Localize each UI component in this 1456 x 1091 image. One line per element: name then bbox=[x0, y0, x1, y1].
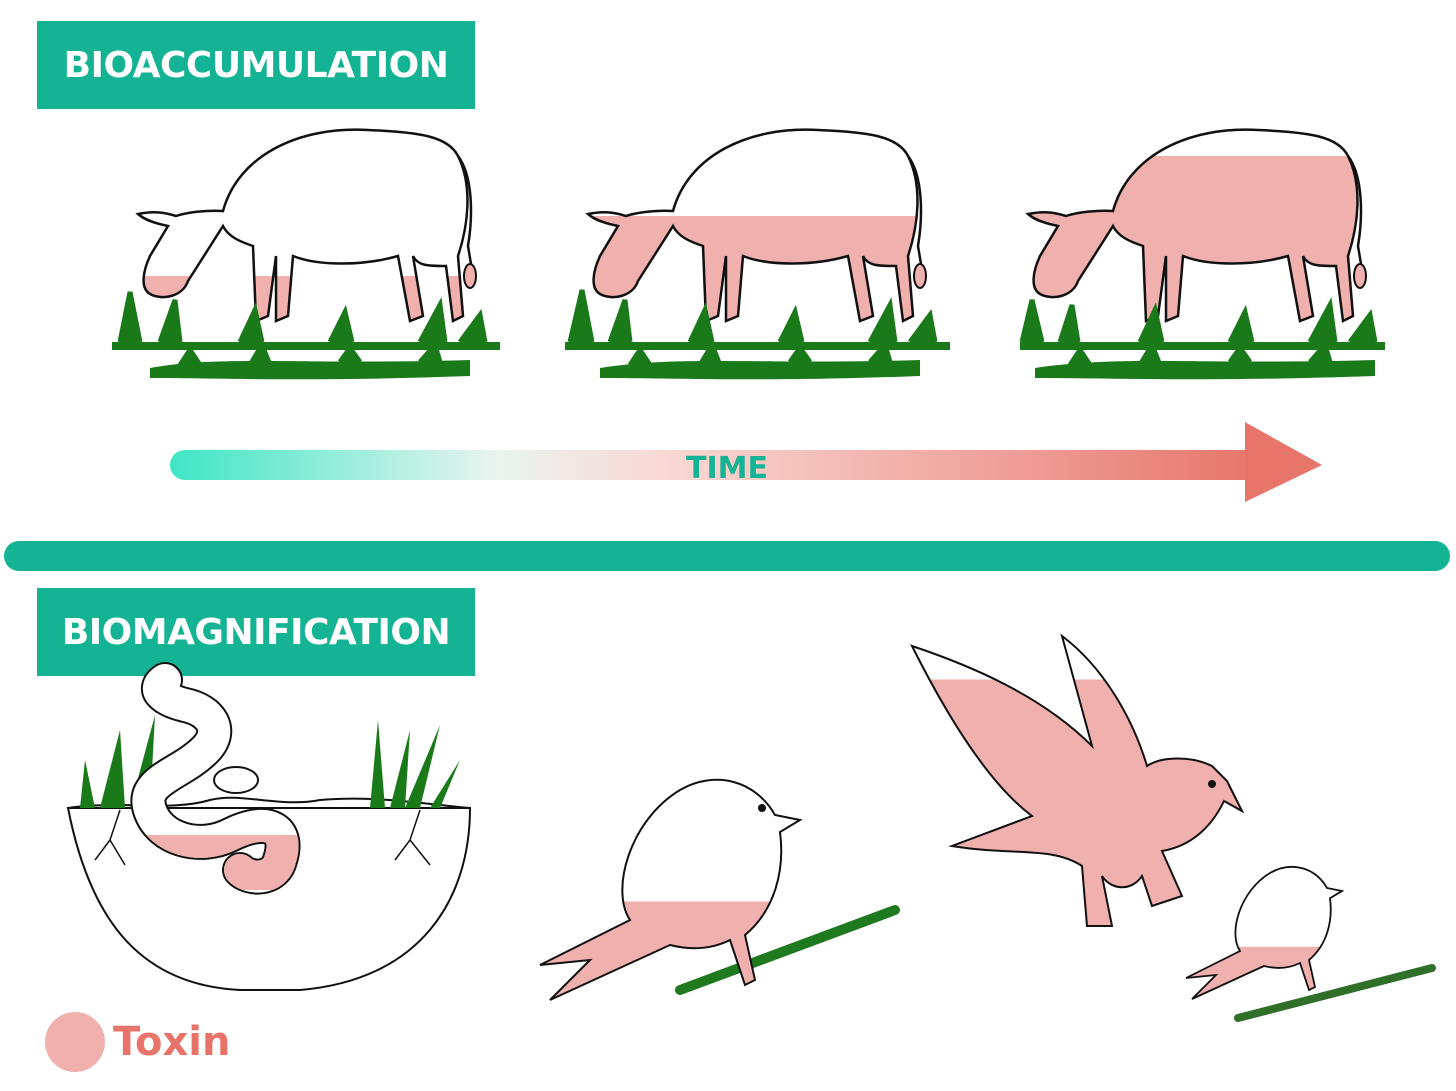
legend-label: Toxin bbox=[113, 1019, 230, 1065]
legend: Toxin bbox=[45, 1012, 230, 1072]
time-label: TIME bbox=[686, 451, 768, 486]
grass-icon bbox=[1020, 300, 1385, 379]
bird-icon bbox=[1180, 867, 1348, 1005]
cow-icon bbox=[128, 130, 488, 336]
grass-icon bbox=[112, 292, 500, 379]
grass-icon bbox=[565, 290, 950, 379]
section-divider bbox=[4, 541, 1450, 571]
cow-icon bbox=[578, 130, 938, 336]
toxin-swatch bbox=[45, 1012, 105, 1072]
bird-icon bbox=[530, 780, 810, 1010]
eagle-icon bbox=[912, 636, 1252, 931]
branch-icon bbox=[1238, 968, 1432, 1018]
